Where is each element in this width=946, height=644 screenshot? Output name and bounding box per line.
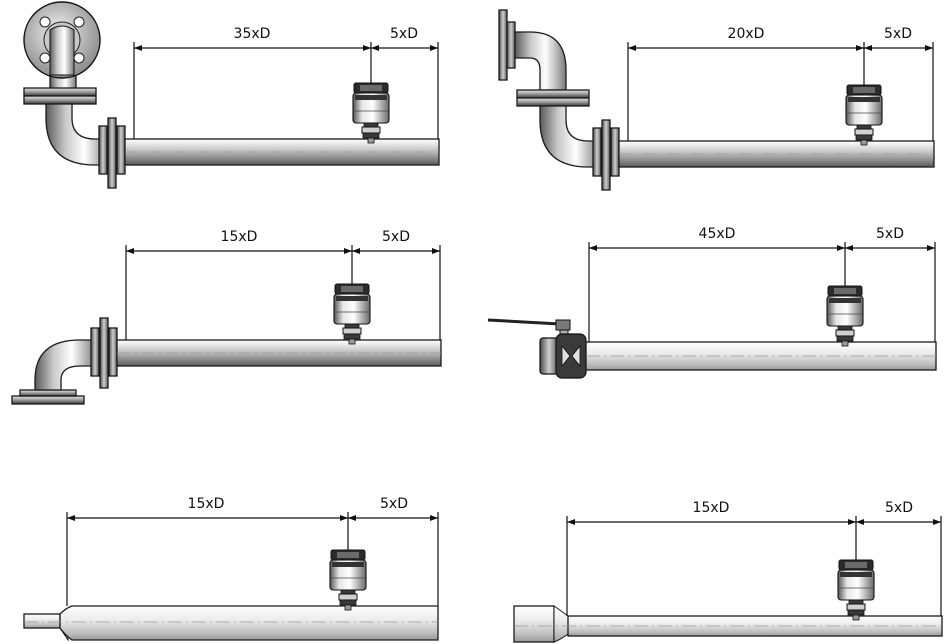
pipe (59, 605, 439, 641)
downstream-length-label: 5xD (380, 496, 408, 512)
flow-meter (329, 549, 367, 611)
downstream-length-label: 5xD (382, 229, 410, 245)
ball-valve (539, 337, 559, 375)
panel-reducer: 15xD 5xD (513, 500, 943, 643)
flow-meter (845, 84, 883, 146)
panel-expander: 15xD 5xD (23, 496, 439, 642)
upstream-length-label: 20xD (728, 26, 765, 42)
flow-meter (333, 283, 371, 345)
downstream-length-label: 5xD (390, 26, 418, 42)
upstream-length-label: 15xD (693, 500, 730, 516)
flow-meter (837, 559, 875, 621)
panel-two-plane-elbow: 35xD 5xD (23, 1, 440, 189)
downstream-length-label: 5xD (884, 26, 912, 42)
valve-handle (487, 318, 561, 326)
panel-single-elbow: 15xD 5xD (11, 229, 442, 405)
upstream-length-label: 15xD (221, 229, 258, 245)
upstream-length-label: 35xD (234, 26, 271, 42)
upstream-length-label: 45xD (699, 226, 736, 242)
panel-out-of-plane-elbow: 20xD 5xD (498, 9, 935, 191)
upstream-length-label: 15xD (188, 496, 225, 512)
panel-ball-valve: 45xD 5xD (487, 226, 937, 379)
flow-meter (826, 285, 864, 347)
downstream-length-label: 5xD (876, 226, 904, 242)
flow-meter (352, 82, 390, 144)
downstream-length-label: 5xD (885, 500, 913, 516)
